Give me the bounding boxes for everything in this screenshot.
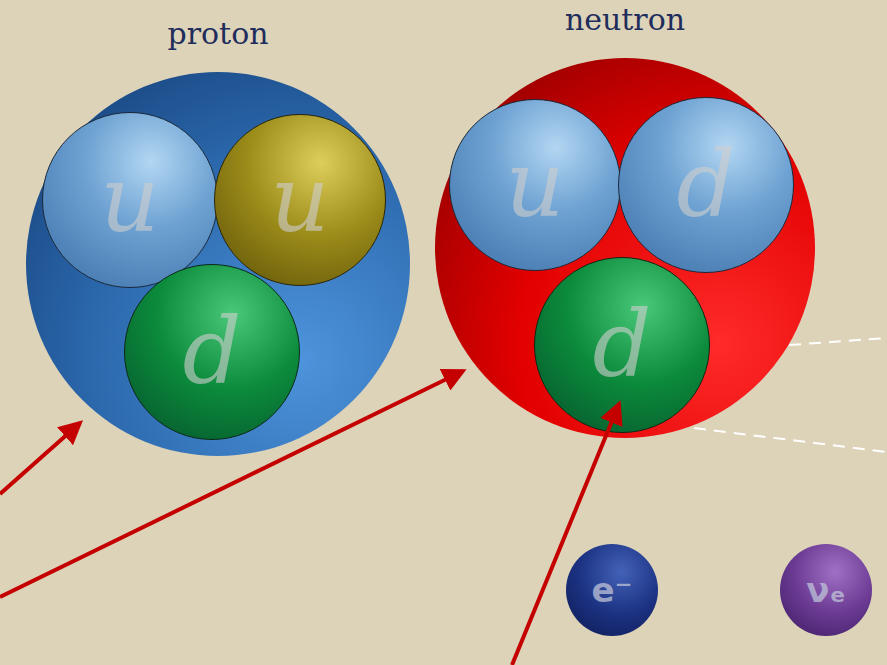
- down-quark: d: [534, 257, 710, 433]
- proton-circle: protonuud: [26, 72, 410, 456]
- electron: e⁻: [566, 544, 658, 636]
- quark-letter: u: [270, 154, 329, 246]
- quark-letter: d: [677, 139, 736, 231]
- up-quark: u: [449, 99, 621, 271]
- particle-name: neutron: [435, 2, 815, 37]
- neutron-circle: neutronudd: [435, 58, 815, 438]
- particle-symbol: νₑ: [806, 573, 845, 607]
- quark-letter: d: [183, 306, 242, 398]
- quark-letter: d: [593, 299, 652, 391]
- particle-symbol: e⁻: [591, 573, 632, 607]
- down-quark: d: [124, 264, 300, 440]
- neutrino: νₑ: [780, 544, 872, 636]
- leader-arrow: [0, 423, 80, 494]
- dashed-line: [694, 428, 887, 452]
- dashed-line: [789, 338, 887, 345]
- down-quark: d: [618, 97, 794, 273]
- quark-letter: u: [505, 139, 564, 231]
- particle-name: proton: [26, 16, 410, 51]
- up-quark: u: [42, 112, 218, 288]
- quark-letter: u: [100, 154, 159, 246]
- up-quark: u: [214, 114, 386, 286]
